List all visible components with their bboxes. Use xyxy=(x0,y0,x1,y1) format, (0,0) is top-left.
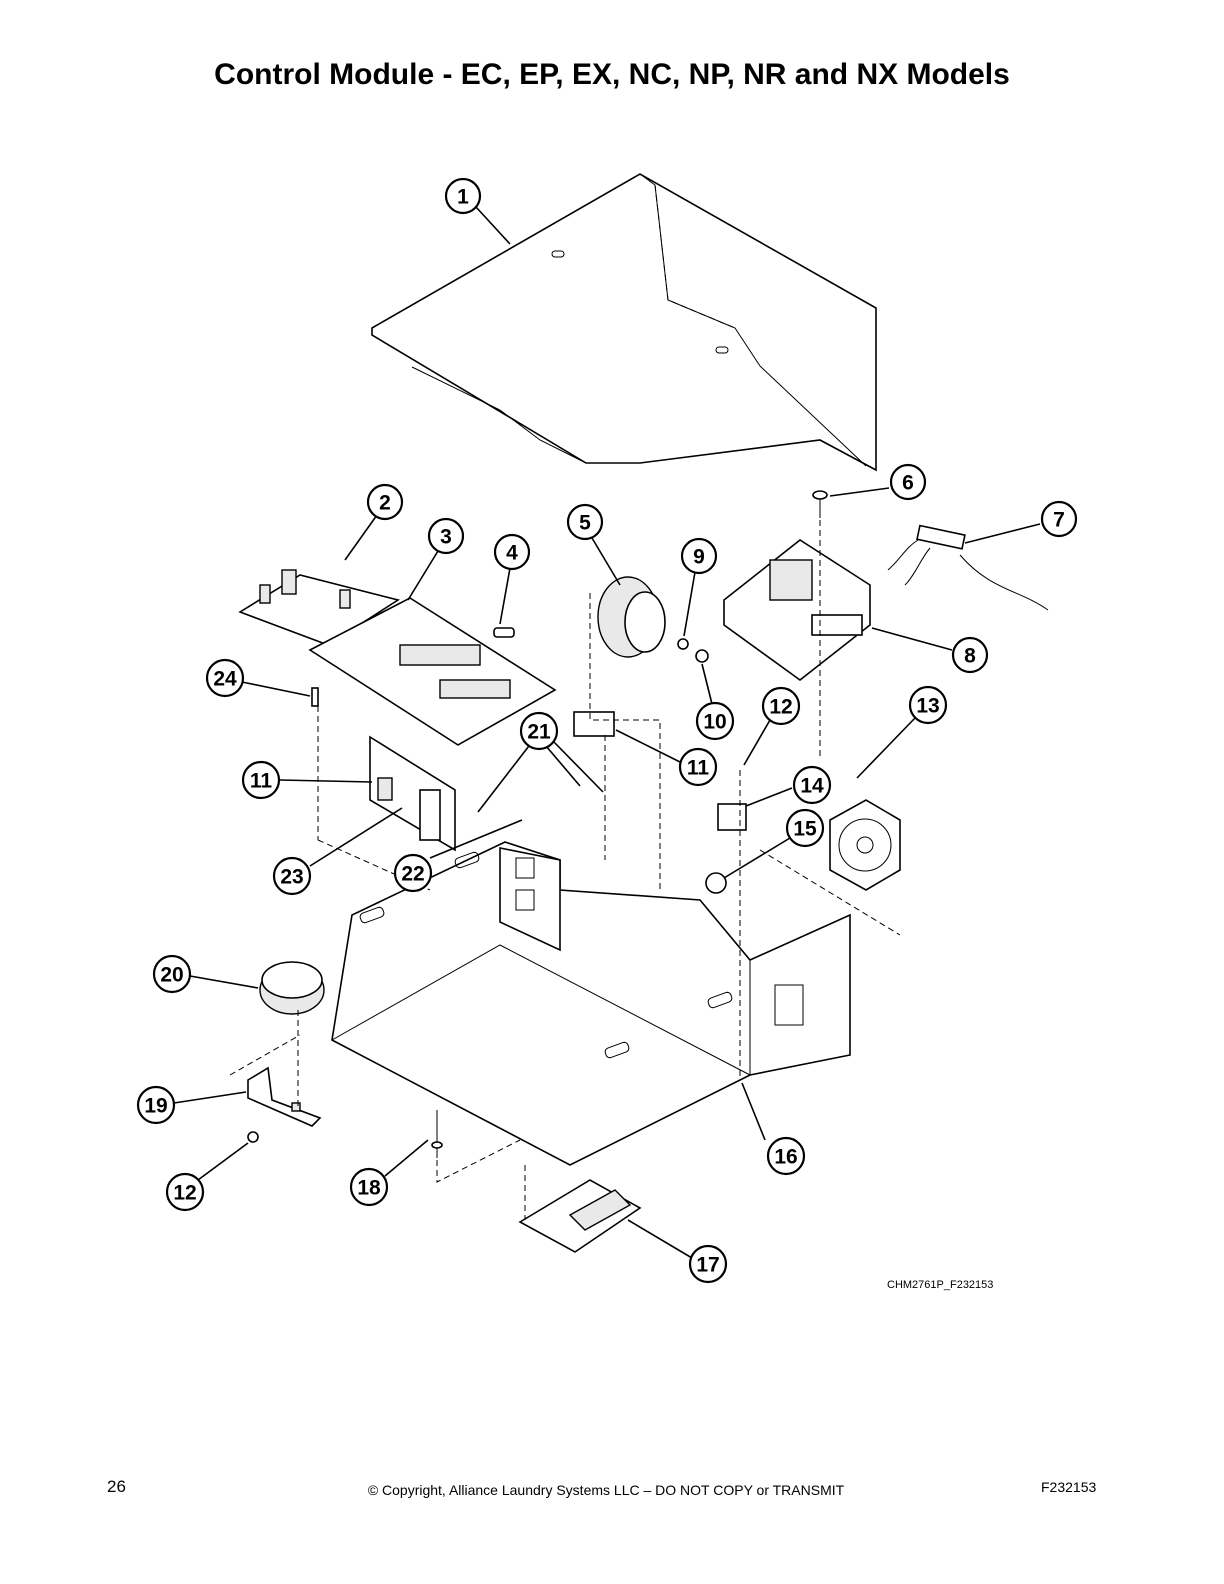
relay-block-part xyxy=(573,711,615,737)
connector-part xyxy=(717,803,747,831)
callout-5: 5 xyxy=(566,503,604,541)
svg-text:11: 11 xyxy=(250,770,273,793)
callout-9: 9 xyxy=(680,537,718,575)
callout-16: 16 xyxy=(766,1136,806,1176)
svg-text:11: 11 xyxy=(687,757,710,780)
copyright-notice: © Copyright, Alliance Laundry Systems LL… xyxy=(367,1482,845,1498)
svg-text:17: 17 xyxy=(696,1254,719,1277)
callout-3: 3 xyxy=(427,517,465,555)
svg-text:1: 1 xyxy=(457,186,469,209)
fuse-part xyxy=(493,627,515,638)
svg-text:12: 12 xyxy=(173,1182,196,1205)
small-screw-part xyxy=(247,1131,259,1143)
callout-19: 19 xyxy=(136,1085,176,1125)
callout-21: 21 xyxy=(519,711,559,751)
svg-text:19: 19 xyxy=(144,1095,167,1118)
svg-text:5: 5 xyxy=(579,512,591,535)
control-box-base-part xyxy=(331,841,851,1166)
svg-text:21: 21 xyxy=(527,721,551,744)
svg-text:6: 6 xyxy=(902,472,914,495)
pin-part xyxy=(431,1110,443,1158)
svg-text:23: 23 xyxy=(280,866,303,889)
callout-13: 13 xyxy=(908,685,948,725)
callout-14: 14 xyxy=(792,765,832,805)
svg-text:8: 8 xyxy=(964,645,976,668)
svg-text:9: 9 xyxy=(693,546,705,569)
svg-text:13: 13 xyxy=(916,695,939,718)
cooling-fan-part xyxy=(829,799,901,891)
callout-15: 15 xyxy=(785,808,825,848)
callout-18: 18 xyxy=(349,1167,389,1207)
pressure-switch-part xyxy=(259,961,325,1015)
callout-12-upper: 12 xyxy=(761,686,801,726)
standoff-part xyxy=(311,687,319,707)
circuit-board-parts xyxy=(238,569,557,746)
callout-6: 6 xyxy=(889,463,927,501)
svg-text:18: 18 xyxy=(357,1177,381,1200)
page-title: Control Module - EC, EP, EX, NC, NP, NR … xyxy=(214,58,1010,91)
callout-22: 22 xyxy=(393,853,433,893)
control-knob-part xyxy=(597,576,666,658)
callout-20: 20 xyxy=(152,954,192,994)
callout-1: 1 xyxy=(444,177,482,215)
svg-text:7: 7 xyxy=(1053,509,1065,532)
svg-text:2: 2 xyxy=(379,492,391,515)
grommet-part xyxy=(705,872,727,894)
nut-part xyxy=(695,649,709,663)
washer-part xyxy=(677,638,689,650)
svg-text:22: 22 xyxy=(401,863,424,886)
assembly-guide-lines xyxy=(229,520,901,1220)
svg-text:14: 14 xyxy=(800,775,824,798)
callout-23: 23 xyxy=(272,856,312,896)
svg-text:3: 3 xyxy=(440,526,452,549)
svg-text:15: 15 xyxy=(793,818,817,841)
callout-7: 7 xyxy=(1040,500,1078,538)
mounting-plate-part xyxy=(518,1179,642,1253)
callout-10: 10 xyxy=(695,701,735,741)
page-number: 26 xyxy=(107,1477,126,1496)
callout-11-bracket: 11 xyxy=(241,760,281,800)
leader-lines xyxy=(173,206,1041,1259)
svg-text:24: 24 xyxy=(213,668,237,691)
wire-harness-part xyxy=(887,524,1049,611)
svg-text:20: 20 xyxy=(160,964,183,987)
svg-text:12: 12 xyxy=(769,696,792,719)
callout-24: 24 xyxy=(205,658,245,698)
mounting-bracket-part xyxy=(247,1066,322,1127)
screw-part xyxy=(812,490,828,518)
callout-2: 2 xyxy=(366,483,404,521)
svg-text:4: 4 xyxy=(506,542,518,565)
top-cover-part xyxy=(371,173,877,472)
svg-text:16: 16 xyxy=(774,1146,797,1169)
callout-17: 17 xyxy=(688,1244,728,1284)
timer-module-part xyxy=(723,539,871,682)
document-number: F232153 xyxy=(1041,1479,1097,1495)
callout-4: 4 xyxy=(493,533,531,571)
callout-11-relay: 11 xyxy=(678,747,718,787)
svg-text:10: 10 xyxy=(703,711,726,734)
bracket-panel-part xyxy=(369,735,456,852)
callout-12-lower: 12 xyxy=(165,1172,205,1212)
callout-8: 8 xyxy=(951,636,989,674)
diagram-reference-code: CHM2761P_F232153 xyxy=(887,1279,994,1291)
